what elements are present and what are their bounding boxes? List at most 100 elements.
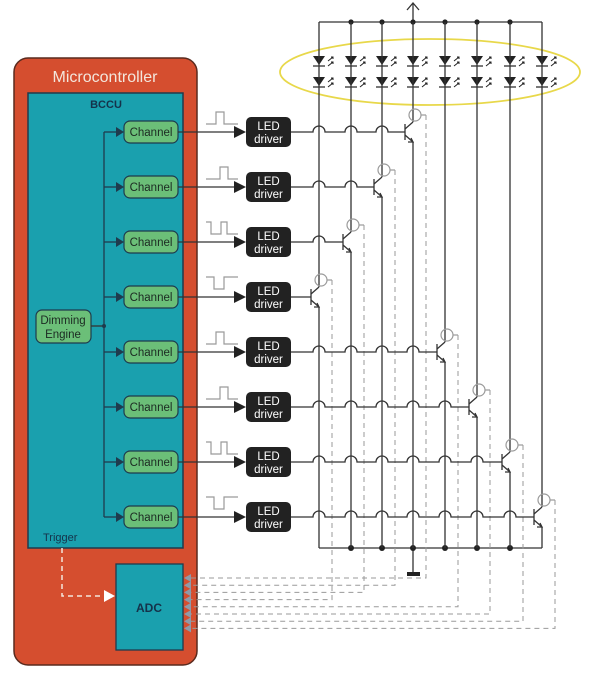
adc-feedback-line — [190, 170, 396, 586]
led-driver-label-line2: driver — [254, 299, 283, 311]
adc-feedback-line — [190, 280, 333, 601]
base-drive-wire — [291, 510, 534, 518]
led-driver-label-line1: LED — [257, 341, 279, 353]
led-driver-block — [246, 392, 291, 422]
led-driver-block — [246, 282, 291, 312]
channel-label: Channel — [130, 182, 173, 194]
transistor-arrow-icon — [314, 302, 321, 308]
base-drive-wire — [291, 455, 502, 463]
adc-input-arrow-icon — [184, 602, 191, 611]
transistor-arrow-icon — [377, 192, 384, 198]
adc-input-arrow-icon — [184, 574, 191, 582]
transistor-arrow-icon — [440, 357, 447, 363]
light-emission-icon — [550, 77, 557, 88]
transistor-arrow-icon — [537, 522, 544, 528]
pwm-waveform-icon — [206, 221, 238, 235]
ground-icon — [407, 572, 420, 576]
led-driver-label-line2: driver — [254, 519, 283, 531]
light-emission-icon — [485, 56, 492, 67]
driver-arrow-icon — [234, 346, 246, 358]
led-array-highlight — [279, 38, 581, 106]
current-sense-icon — [440, 328, 454, 342]
light-emission-icon — [390, 56, 397, 67]
channel-arrow-icon — [116, 182, 124, 192]
led-driver-block — [246, 337, 291, 367]
transistor-collector — [310, 286, 320, 295]
driver-arrow-icon — [234, 511, 246, 523]
base-drive-wire — [291, 125, 405, 133]
current-sense-icon — [314, 273, 328, 287]
transistor-emitter — [468, 409, 478, 418]
light-emission-icon — [550, 56, 557, 67]
adc-input-arrow-icon — [184, 610, 191, 618]
led-driver-label-line1: LED — [257, 231, 279, 243]
transistor-collector — [436, 341, 446, 350]
transistor-emitter — [342, 244, 352, 253]
current-sense-icon — [472, 383, 486, 397]
led-driver-block — [246, 447, 291, 477]
light-emission-icon — [518, 77, 525, 88]
trigger-path — [61, 548, 104, 597]
microcontroller-title: Microcontroller — [53, 69, 159, 86]
led-driver-label-line2: driver — [254, 354, 283, 366]
trigger-arrow-icon — [104, 590, 115, 602]
light-emission-icon — [518, 56, 525, 67]
transistor-collector — [373, 176, 383, 185]
led-driver-label-line1: LED — [257, 451, 279, 463]
channel-label: Channel — [130, 402, 173, 414]
led-driver-label-line2: driver — [254, 464, 283, 476]
adc-feedback-line — [190, 445, 524, 622]
transistor-emitter — [501, 464, 511, 473]
transistor-arrow-icon — [346, 247, 353, 253]
transistor-collector — [501, 451, 511, 460]
adc-feedback-line — [190, 335, 459, 608]
transistor-collector — [404, 121, 414, 130]
trigger-label: Trigger — [43, 532, 78, 544]
light-emission-icon — [327, 56, 334, 67]
channel-arrow-icon — [116, 347, 124, 357]
transistor-collector — [533, 506, 543, 515]
light-emission-icon — [421, 77, 428, 88]
channel-label: Channel — [130, 292, 173, 304]
adc-label: ADC — [136, 601, 162, 615]
transistor-emitter — [373, 189, 383, 198]
transistor-collector — [468, 396, 478, 405]
driver-arrow-icon — [234, 401, 246, 413]
led-driver-label-line1: LED — [257, 506, 279, 518]
pwm-waveform-icon — [206, 331, 238, 345]
led-driver-block — [246, 172, 291, 202]
channel-arrow-icon — [116, 237, 124, 247]
pwm-waveform-icon — [206, 441, 238, 455]
light-emission-icon — [359, 56, 366, 67]
pwm-waveform-icon — [206, 111, 238, 125]
channel-label: Channel — [130, 127, 173, 139]
transistor-emitter — [310, 299, 320, 308]
adc-block — [115, 563, 184, 651]
channel-arrow-icon — [116, 292, 124, 302]
current-sense-icon — [346, 218, 360, 232]
light-emission-icon — [485, 77, 492, 88]
base-drive-wire — [291, 345, 437, 353]
light-emission-icon — [390, 77, 397, 88]
channel-label: Channel — [130, 457, 173, 469]
driver-arrow-icon — [234, 236, 246, 248]
adc-input-arrow-icon — [184, 624, 191, 633]
light-emission-icon — [359, 77, 366, 88]
transistor-collector — [342, 231, 352, 240]
adc-input-arrow-icon — [184, 617, 191, 626]
light-emission-icon — [421, 56, 428, 67]
driver-arrow-icon — [234, 181, 246, 193]
channel-label: Channel — [130, 237, 173, 249]
light-emission-icon — [327, 77, 334, 88]
led-driver-label-line1: LED — [257, 121, 279, 133]
bccu-title: BCCU — [90, 99, 122, 111]
current-sense-icon — [408, 108, 422, 122]
transistor-emitter — [436, 354, 446, 363]
led-driver-label-line2: driver — [254, 244, 283, 256]
supply-arrow-icon — [406, 2, 420, 11]
adc-feedback-line — [190, 115, 427, 579]
current-sense-icon — [505, 438, 519, 452]
base-drive-wire — [291, 180, 374, 188]
transistor-arrow-icon — [472, 412, 479, 418]
